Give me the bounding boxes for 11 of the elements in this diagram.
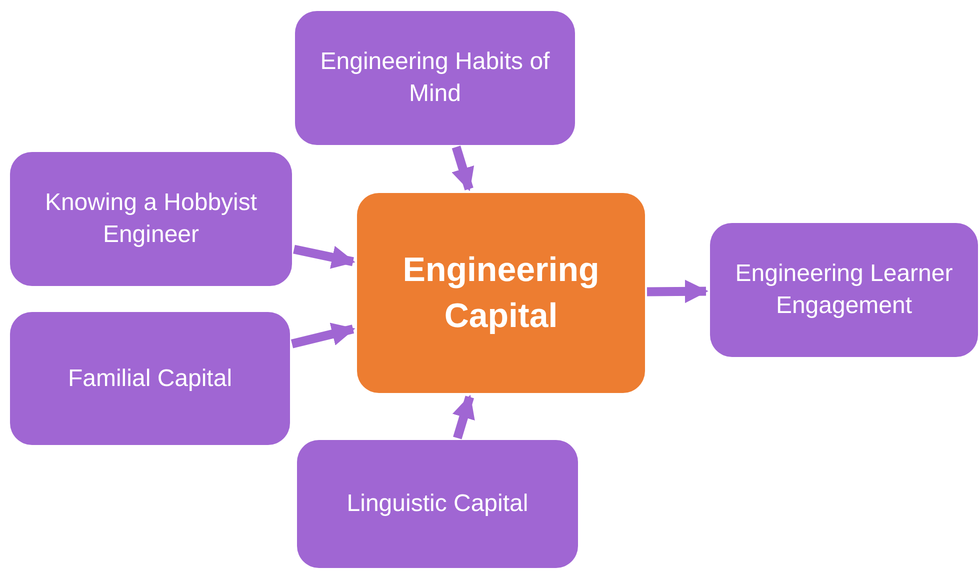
factor-box: Familial Capital bbox=[10, 312, 290, 445]
factor-box: Engineering Learner Engagement bbox=[710, 223, 978, 357]
factor-box: Knowing a Hobbyist Engineer bbox=[10, 152, 292, 286]
factor-box: Engineering Habits of Mind bbox=[295, 11, 575, 145]
arrow bbox=[452, 394, 475, 440]
arrow bbox=[290, 322, 356, 348]
factor-box: Linguistic Capital bbox=[297, 440, 578, 568]
arrow bbox=[293, 244, 356, 269]
arrow bbox=[646, 280, 708, 304]
arrow bbox=[452, 146, 474, 192]
central-box: Engineering Capital bbox=[357, 193, 645, 393]
